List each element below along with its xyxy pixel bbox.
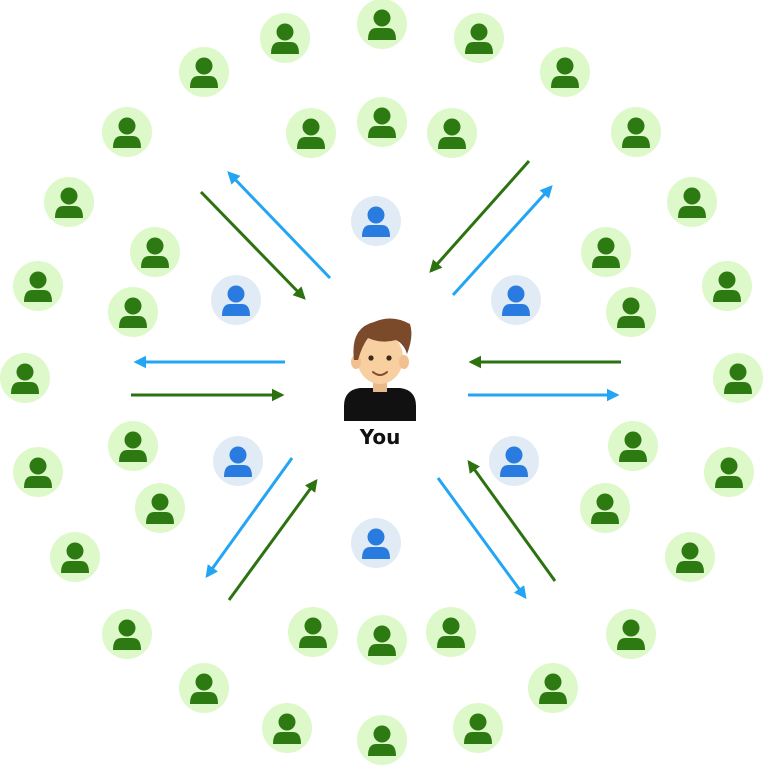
- avatar-smile: [372, 371, 388, 376]
- contact-node: [102, 609, 152, 659]
- contact-node: [454, 13, 504, 63]
- contact-node: [13, 261, 63, 311]
- contact-node: [44, 177, 94, 227]
- avatar-eye-left: [368, 355, 374, 361]
- arrows-layer: [131, 160, 621, 601]
- outgoing-arrow: [451, 185, 553, 297]
- close-contact-node: [491, 275, 541, 325]
- outgoing-arrow: [227, 171, 332, 280]
- contact-node: [611, 107, 661, 157]
- contact-node: [606, 609, 656, 659]
- close-contact-node: [351, 196, 401, 246]
- contact-node: [357, 0, 407, 49]
- avatar-ear-left: [351, 355, 361, 369]
- contact-node: [665, 532, 715, 582]
- center-person: You: [344, 318, 416, 449]
- avatar-ear-right: [399, 355, 409, 369]
- avatar-shirt: [344, 388, 416, 421]
- close-contact-node: [211, 275, 261, 325]
- contact-node: [704, 447, 754, 497]
- outgoing-arrow: [436, 477, 527, 600]
- contact-node: [286, 108, 336, 158]
- contact-node: [288, 607, 338, 657]
- contact-node: [540, 47, 590, 97]
- contact-node: [580, 483, 630, 533]
- close-contact-node: [489, 436, 539, 486]
- contact-node: [179, 47, 229, 97]
- contact-node: [135, 483, 185, 533]
- contact-node: [528, 663, 578, 713]
- person-avatar-icon: [344, 318, 416, 421]
- contact-node: [108, 287, 158, 337]
- avatar-hair: [353, 318, 412, 360]
- contact-node: [427, 108, 477, 158]
- close-contact-node: [351, 518, 401, 568]
- incoming-arrow: [199, 190, 306, 300]
- contact-node: [357, 715, 407, 765]
- center-label: You: [359, 425, 401, 449]
- contact-node: [581, 227, 631, 277]
- incoming-arrow: [429, 160, 531, 273]
- close-contact-node: [213, 436, 263, 486]
- contact-node: [108, 421, 158, 471]
- avatar-eye-right: [386, 355, 392, 361]
- avatar-face: [357, 332, 403, 384]
- contact-node: [357, 615, 407, 665]
- contact-node: [260, 13, 310, 63]
- contact-node: [179, 663, 229, 713]
- inner-people-layer: [211, 196, 541, 568]
- contact-node: [702, 261, 752, 311]
- incoming-arrow: [227, 478, 318, 601]
- contact-node: [713, 353, 763, 403]
- contact-node: [13, 447, 63, 497]
- contact-node: [0, 353, 50, 403]
- contact-node: [606, 287, 656, 337]
- outgoing-arrow: [205, 457, 294, 579]
- contact-node: [262, 703, 312, 753]
- contact-node: [50, 532, 100, 582]
- incoming-arrow: [467, 459, 557, 582]
- contact-node: [453, 703, 503, 753]
- contact-node: [102, 107, 152, 157]
- contact-node: [608, 421, 658, 471]
- contact-node: [130, 227, 180, 277]
- contact-node: [667, 177, 717, 227]
- contact-node: [357, 97, 407, 147]
- contact-node: [426, 607, 476, 657]
